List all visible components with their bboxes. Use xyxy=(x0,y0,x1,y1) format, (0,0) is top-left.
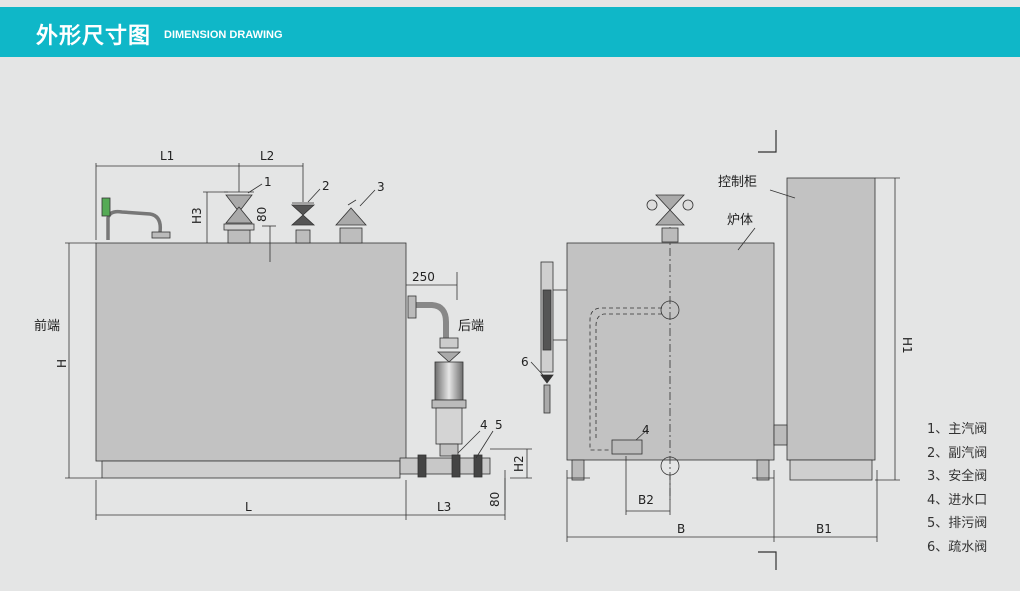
callout-5: 5 xyxy=(495,418,503,432)
rear-pipe xyxy=(410,302,449,340)
side-boiler-body xyxy=(566,242,775,461)
page-subtitle: DIMENSION DRAWING xyxy=(164,29,283,41)
callout-4-side: 4 xyxy=(642,423,650,437)
dim-H1: H1 xyxy=(900,337,914,354)
dim-B2: B2 xyxy=(638,493,654,507)
legend-item: 6、疏水阀 xyxy=(927,539,988,555)
dim-H: H xyxy=(55,359,69,368)
rear-flange xyxy=(407,295,417,319)
pipe-flange-left xyxy=(151,231,171,239)
dim-80-top: 80 xyxy=(255,207,269,222)
dim-L3: L3 xyxy=(437,500,451,514)
legend-item: 1、主汽阀 xyxy=(927,422,988,437)
callout-2: 2 xyxy=(322,179,330,193)
label-front-end: 前端 xyxy=(34,318,60,334)
front-boiler-base xyxy=(101,460,401,479)
legend-item: 3、安全阀 xyxy=(927,469,988,484)
callout-4: 4 xyxy=(480,418,488,432)
callout-3: 3 xyxy=(377,180,385,194)
sight-gauge-top xyxy=(101,197,111,217)
callout-6: 6 xyxy=(521,355,529,369)
dim-L2: L2 xyxy=(260,149,274,163)
dim-L1: L1 xyxy=(160,149,174,163)
callout-1: 1 xyxy=(264,175,272,189)
control-cabinet xyxy=(786,177,876,461)
side-valve-cluster xyxy=(646,194,694,243)
side-inlet-4 xyxy=(611,439,643,455)
legend-item: 2、副汽阀 xyxy=(927,445,988,461)
valve-3 xyxy=(335,199,367,244)
dim-B1: B1 xyxy=(816,522,832,536)
dim-80-bottom: 80 xyxy=(488,492,502,507)
label-control-cabinet: 控制柜 xyxy=(718,175,757,190)
valve-1 xyxy=(223,191,255,244)
dim-250: 250 xyxy=(412,270,435,284)
dim-H2: H2 xyxy=(512,455,526,472)
valve-5-body xyxy=(451,454,461,478)
header-bar xyxy=(0,7,1020,57)
dim-L: L xyxy=(245,500,252,514)
valve-2 xyxy=(290,202,316,244)
valve-4-body xyxy=(417,454,427,478)
legend: 1、主汽阀 2、副汽阀 3、安全阀 4、进水口 5、排污阀 6、疏水阀 xyxy=(927,418,987,559)
legend-item: 4、进水口 xyxy=(927,492,988,508)
label-furnace-body: 炉体 xyxy=(727,213,753,228)
dim-B: B xyxy=(677,522,685,536)
dim-H3: H3 xyxy=(190,207,204,224)
header: 外形尺寸图 DIMENSION DRAWING xyxy=(0,0,1020,57)
pump-assembly xyxy=(431,337,467,457)
front-boiler-body xyxy=(95,242,407,462)
label-rear-end: 后端 xyxy=(458,319,484,334)
page-title: 外形尺寸图 xyxy=(36,24,152,49)
legend-item: 5、排污阀 xyxy=(927,516,988,531)
